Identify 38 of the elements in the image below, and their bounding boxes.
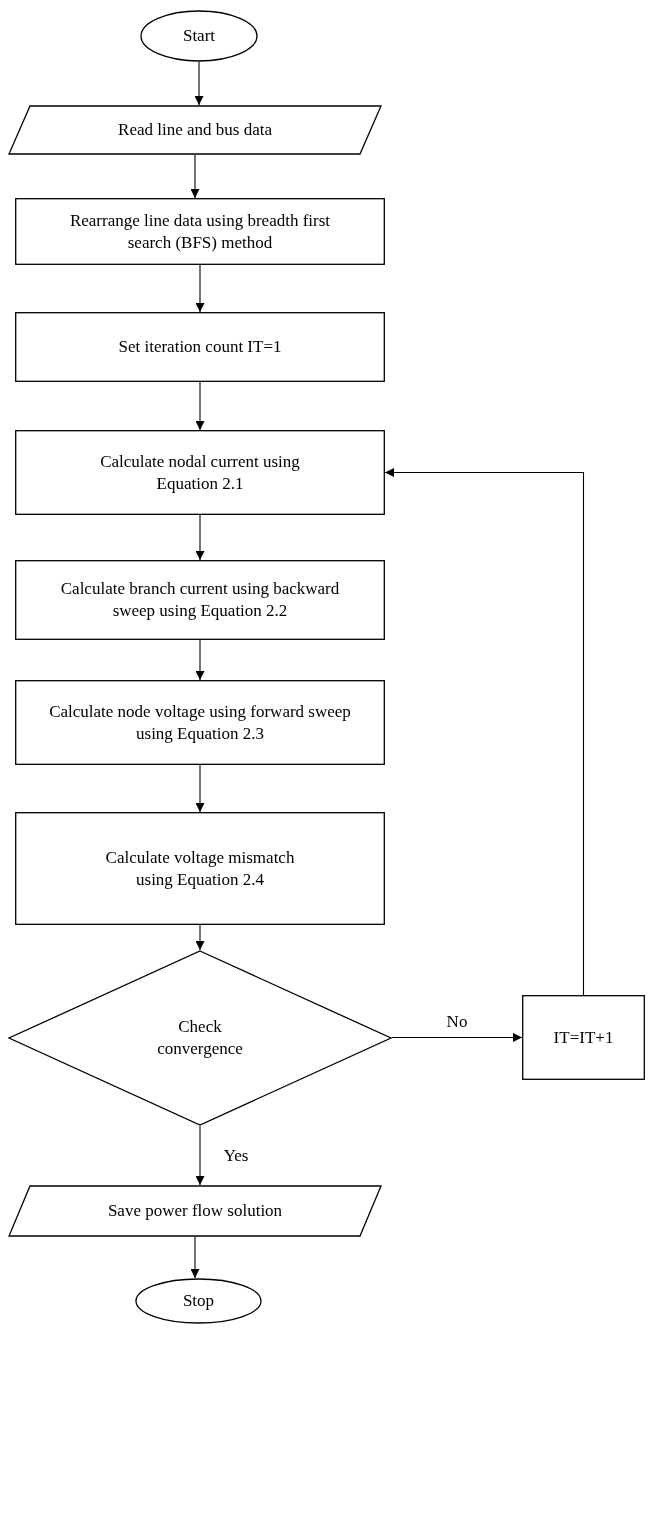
node-text: Calculate branch current using backward sweep using Equation 2.2 <box>59 578 341 622</box>
input-parallelogram <box>8 105 382 155</box>
node-text: Save power flow solution <box>107 1200 283 1222</box>
arrow <box>195 924 205 951</box>
arrow <box>195 514 205 561</box>
arrow <box>195 639 205 681</box>
node-text: Calculate voltage mismatch using Equation 2.4 <box>104 846 296 891</box>
arrow <box>190 1236 200 1279</box>
arrow <box>195 764 205 813</box>
process-box <box>522 995 645 1080</box>
node-text: Start <box>182 25 216 47</box>
arrow <box>190 154 200 199</box>
edge-label: No <box>446 1011 468 1032</box>
arrow <box>194 61 204 106</box>
arrow <box>391 1033 523 1042</box>
process-box <box>15 812 385 925</box>
process-box <box>15 198 385 265</box>
node-text: IT=IT+1 <box>553 1026 614 1049</box>
process-box <box>15 430 385 515</box>
arrow <box>195 381 205 431</box>
node-text: Set iteration count IT=1 <box>118 336 282 358</box>
process-box <box>15 680 385 765</box>
decision-diamond <box>8 950 392 1126</box>
node-text: Calculate node voltage using forward sweep using Equation 2.3 <box>48 700 352 745</box>
output-parallelogram <box>8 1185 382 1237</box>
start-terminal <box>140 10 258 62</box>
node-text: Calculate nodal current using Equation 2.1 <box>99 450 301 495</box>
arrow <box>384 468 585 996</box>
edge-label: Yes <box>223 1145 249 1166</box>
stop-terminal <box>135 1278 262 1324</box>
node-text: Rearrange line data using breadth first search (BFS) method <box>68 209 332 254</box>
node-text: Stop <box>182 1290 215 1312</box>
process-box <box>15 560 385 640</box>
node-text: Check convergence <box>156 1016 244 1060</box>
process-box <box>15 312 385 382</box>
arrow <box>195 264 205 313</box>
node-text: Read line and bus data <box>118 119 272 141</box>
arrow <box>195 1125 205 1186</box>
